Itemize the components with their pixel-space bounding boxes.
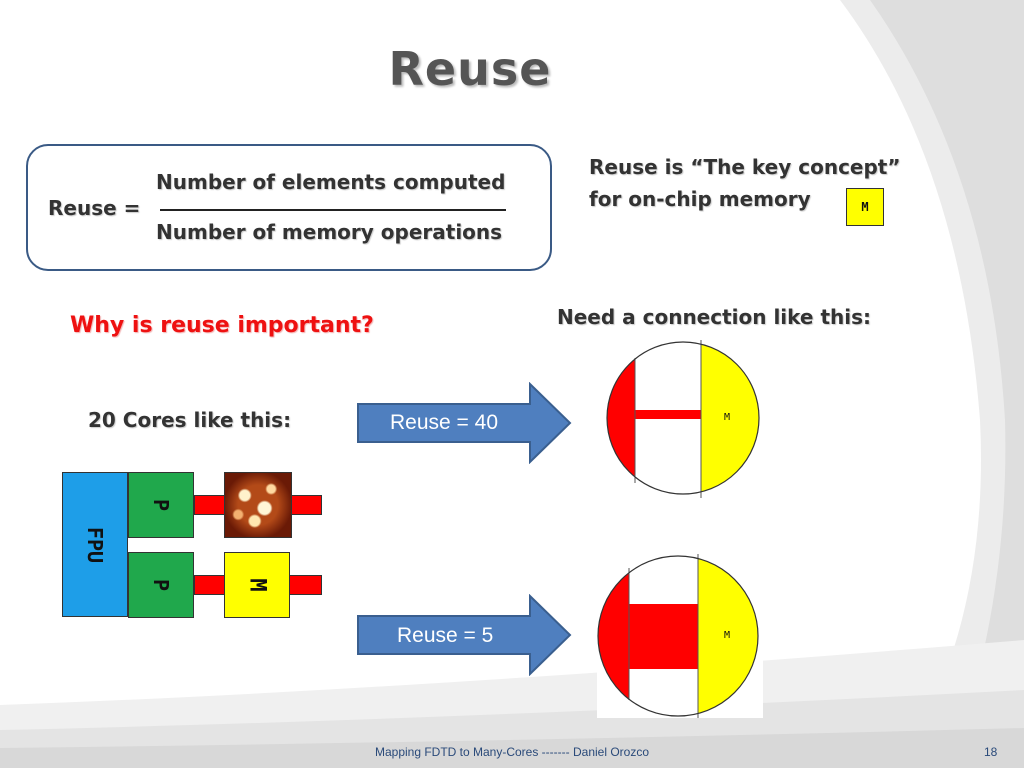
key-concept-line-1: Reuse is “The key concept” xyxy=(589,155,901,179)
formula-lhs: Reuse = xyxy=(48,196,141,220)
arrow-reuse-40 xyxy=(357,382,572,464)
processor-label: P xyxy=(149,578,173,592)
fraction-line xyxy=(160,209,506,211)
slide-footer: Mapping FDTD to Many-Cores ------- Danie… xyxy=(374,745,650,759)
slide-title: Reuse xyxy=(388,42,552,96)
fpu-block: FPU xyxy=(62,472,128,617)
page-number: 18 xyxy=(984,745,998,759)
arrow-label-reuse-40: Reuse = 40 xyxy=(390,411,498,434)
connection-memory-label: M xyxy=(724,630,731,641)
why-heading: Why is reuse important? xyxy=(70,313,374,338)
memory-label: M xyxy=(244,578,270,592)
memory-block: M xyxy=(224,552,290,618)
field-simulation-image xyxy=(224,472,292,538)
connection-diagram-narrow xyxy=(606,340,760,498)
need-heading: Need a connection like this: xyxy=(557,305,872,329)
key-concept-text: Reuse is “The key concept” for on-chip m… xyxy=(589,151,901,215)
formula-box: Reuse = Number of elements computed Numb… xyxy=(26,144,552,271)
processor-label: P xyxy=(149,498,173,512)
connection-diagram-wide xyxy=(597,554,763,718)
connection-memory-label: M xyxy=(724,412,731,423)
processor-block-bottom: P xyxy=(128,552,194,618)
arrow-label-reuse-5: Reuse = 5 xyxy=(397,624,494,647)
formula-denominator: Number of memory operations xyxy=(156,220,503,244)
processor-block-top: P xyxy=(128,472,194,538)
cores-text: 20 Cores like this: xyxy=(88,408,292,432)
key-concept-line-2: for on-chip memory xyxy=(589,187,811,211)
memory-box-small: M xyxy=(846,188,884,226)
arrow-reuse-5 xyxy=(357,594,572,676)
fpu-label: FPU xyxy=(83,526,107,563)
formula-numerator: Number of elements computed xyxy=(156,170,506,194)
